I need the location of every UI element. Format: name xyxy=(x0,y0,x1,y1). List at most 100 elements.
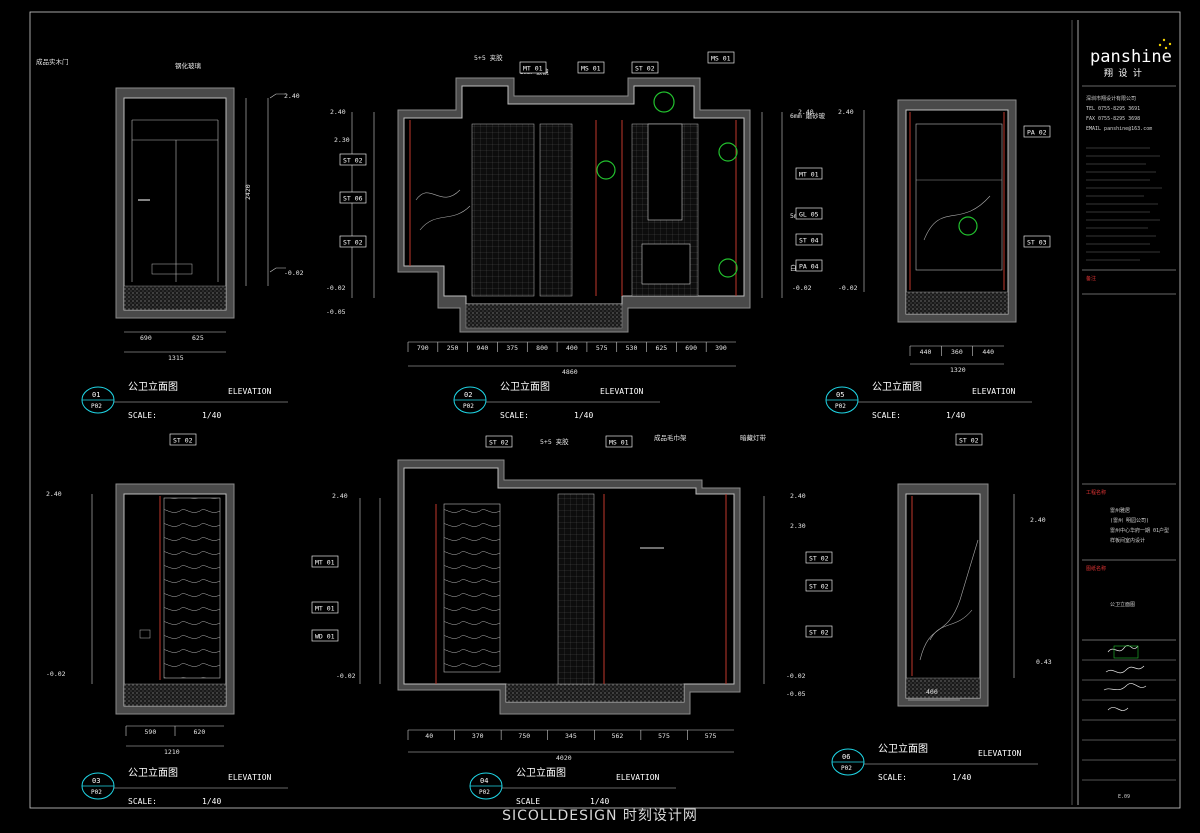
material-tag-label: PA 04 xyxy=(799,263,819,271)
level-02-ceil: 2.30 xyxy=(334,136,350,144)
sheet-border xyxy=(29,11,1181,809)
dim-03-total: 1210 xyxy=(164,748,180,756)
level-01-floor: -0.02 xyxy=(284,269,304,277)
firm-contact-4: EMAIL panshine@163.com xyxy=(1086,126,1152,132)
view-sheet-ref: P02 xyxy=(91,789,102,796)
material-tag-box xyxy=(339,235,367,248)
material-tag-label: ST 02 xyxy=(809,555,829,563)
level-02-top: 2.40 xyxy=(330,108,346,116)
dimension-value: 690 xyxy=(685,344,697,352)
dimension-value: 562 xyxy=(612,732,624,740)
material-tag-label: MS 01 xyxy=(609,439,629,447)
dimension-value: 440 xyxy=(982,348,994,356)
view-number: 06 xyxy=(842,753,850,761)
firm-contact-1: 深圳市翔设计有限公司 xyxy=(1086,95,1136,102)
view-number: 01 xyxy=(92,391,100,399)
dimension-value: 360 xyxy=(951,348,963,356)
dimension-value: 940 xyxy=(477,344,489,352)
dimension-value: 440 xyxy=(920,348,932,356)
view-number: 04 xyxy=(480,777,488,785)
sheet-no: E.09 xyxy=(1118,794,1130,800)
level-02-floor: -0.02 xyxy=(326,284,346,292)
material-tag-label: MT 01 xyxy=(315,559,335,567)
view-scale-value: 1/40 xyxy=(202,411,221,420)
dim-06: 400 xyxy=(926,688,938,696)
level-05-top: 2.40 xyxy=(838,108,854,116)
material-tag-label: MS 01 xyxy=(581,65,601,73)
note-01b: 钢化玻璃 xyxy=(175,61,202,70)
view-scale-value: 1/40 xyxy=(574,411,593,420)
dimension-value: 370 xyxy=(472,732,484,740)
material-tag-label: ST 02 xyxy=(809,629,829,637)
material-tag-label: ST 02 xyxy=(635,65,655,73)
view-scale-value: 1/40 xyxy=(952,773,971,782)
level-03-floor: -0.02 xyxy=(46,670,66,678)
view-title-en: ELEVATION xyxy=(972,387,1016,396)
view-scale-value: 1/40 xyxy=(590,797,609,806)
dimension-value: 625 xyxy=(655,344,667,352)
dim-01-side: 2420 xyxy=(244,184,252,200)
dim-01-b: 625 xyxy=(192,334,204,342)
dim-02-total: 4860 xyxy=(562,368,578,376)
dimension-value: 575 xyxy=(705,732,717,740)
material-tag-box xyxy=(955,433,983,446)
level-02-floor2: -0.05 xyxy=(326,308,346,316)
material-tag-box xyxy=(631,61,659,74)
level-05-floor: -0.02 xyxy=(838,284,858,292)
view-title-en: ELEVATION xyxy=(978,749,1022,758)
material-tag-box xyxy=(795,259,823,272)
level-04r-ceil: 2.30 xyxy=(790,522,806,530)
material-tag-label: PA 02 xyxy=(1027,129,1047,137)
view-title: 公卫立面图 xyxy=(516,766,566,779)
view-sheet-ref: P02 xyxy=(463,403,474,410)
level-04-floor: -0.02 xyxy=(336,672,356,680)
dim-01-total: 1315 xyxy=(168,354,184,362)
project-line-4: 样板间室内设计 xyxy=(1110,537,1145,544)
material-tag-box xyxy=(1023,235,1051,248)
note-02a: 5+5 夹胶 xyxy=(474,53,503,62)
material-tag-label: ST 03 xyxy=(1027,239,1047,247)
material-tag-box xyxy=(805,579,833,592)
view-title-en: ELEVATION xyxy=(228,773,272,782)
drawing-name-label: 图纸名称 xyxy=(1086,565,1106,572)
view-title-en: ELEVATION xyxy=(228,387,272,396)
elevation-05: 2.40 -0.02 1320 xyxy=(838,99,1017,374)
level-04r-floor: -0.02 xyxy=(786,672,806,680)
dimension-value: 575 xyxy=(596,344,608,352)
note-04a: 5+5 夹胶 xyxy=(540,437,569,446)
view-scale-label: SCALE: xyxy=(878,773,907,782)
view-scale-value: 1/40 xyxy=(202,797,221,806)
material-tag-label: ST 04 xyxy=(799,237,819,245)
view-scale-label: SCALE: xyxy=(128,797,157,806)
material-tag-box xyxy=(795,167,823,180)
view-number: 02 xyxy=(464,391,472,399)
firm-contact-3: FAX 0755-8295 3698 xyxy=(1086,116,1140,122)
view-scale-label: SCALE: xyxy=(872,411,901,420)
elevation-01: 成品实木门 钢化玻璃 2.40 -0.02 690 625 1315 2420 xyxy=(36,57,304,362)
view-number: 03 xyxy=(92,777,100,785)
dimension-value: 400 xyxy=(566,344,578,352)
dimension-value: 800 xyxy=(536,344,548,352)
project-line-3: 雷州中心华府一期 01户型 xyxy=(1110,527,1169,534)
project-label: 工程名称 xyxy=(1086,489,1106,496)
material-tag-box xyxy=(311,555,339,568)
view-title: 公卫立面图 xyxy=(128,766,178,779)
dimension-value: 750 xyxy=(518,732,530,740)
material-tag-box xyxy=(169,433,197,446)
material-tag-box xyxy=(805,551,833,564)
material-tag-label: MT 01 xyxy=(523,65,543,73)
dimension-value: 390 xyxy=(715,344,727,352)
view-title: 公卫立面图 xyxy=(872,380,922,393)
notes-label: 备注 xyxy=(1086,275,1096,282)
firm-logo: panshine xyxy=(1090,47,1172,67)
view-scale-label: SCALE xyxy=(516,797,540,806)
dimension-value: 375 xyxy=(506,344,518,352)
watermark: SICOLLDESIGN 时刻设计网 xyxy=(502,808,698,824)
note-02r1: 6mm 磨砂玻 xyxy=(790,111,826,120)
material-tag-box xyxy=(485,435,513,448)
material-tag-label: ST 02 xyxy=(343,239,363,247)
level-01-top: 2.40 xyxy=(284,92,300,100)
view-scale-label: SCALE: xyxy=(128,411,157,420)
